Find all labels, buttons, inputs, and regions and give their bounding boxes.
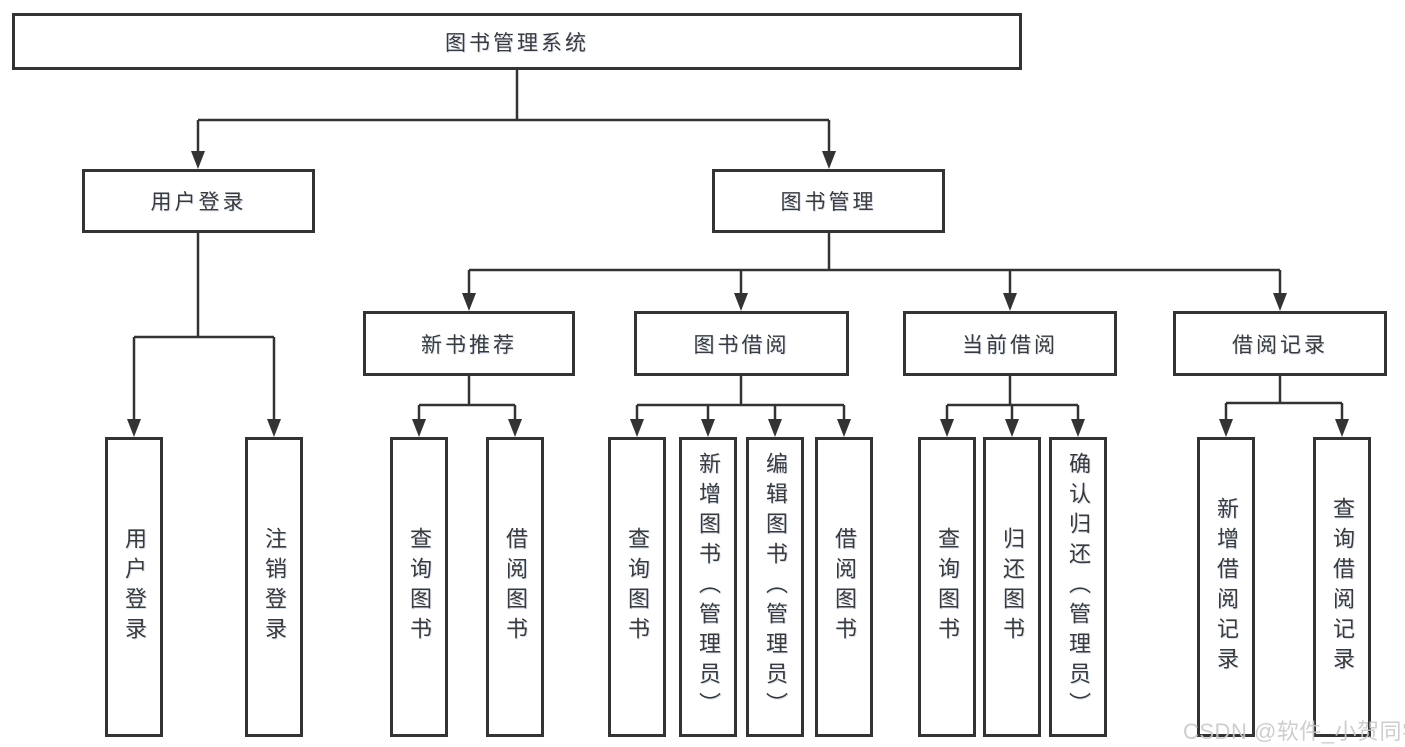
connector-records-split xyxy=(1224,376,1344,421)
arrow-down-icon xyxy=(837,419,851,437)
arrow-down-icon xyxy=(1219,419,1233,437)
connector-root-split xyxy=(196,70,831,153)
arrow-down-icon xyxy=(462,293,476,311)
arrow-down-icon xyxy=(1335,419,1349,437)
leaf-label: 借阅图书 xyxy=(832,527,857,647)
arrow-down-icon xyxy=(191,151,205,169)
node-root: 图书管理系统 xyxy=(12,13,1022,70)
leaf-query-books-current: 查询图书 xyxy=(918,437,976,737)
connector-borrow-split xyxy=(635,376,846,421)
leaf-user-login: 用户登录 xyxy=(105,437,163,737)
arrow-down-icon xyxy=(127,419,141,437)
node-book-mgmt-branch: 图书管理 xyxy=(712,169,945,233)
leaf-label: 借阅图书 xyxy=(503,527,528,647)
connector-current-split xyxy=(945,376,1080,421)
leaf-label: 确认归还（管理员） xyxy=(1066,452,1091,722)
arrow-down-icon xyxy=(1071,419,1085,437)
arrow-down-icon xyxy=(768,419,782,437)
leaf-query-borrow-record: 查询借阅记录 xyxy=(1313,437,1371,737)
arrow-down-icon xyxy=(822,151,836,169)
node-label: 用户登录 xyxy=(150,191,247,214)
arrow-down-icon xyxy=(412,419,426,437)
node-label: 新书推荐 xyxy=(421,333,517,357)
leaf-label: 新增借阅记录 xyxy=(1214,497,1239,677)
arrow-down-icon xyxy=(1273,293,1287,311)
leaf-label: 编辑图书（管理员） xyxy=(763,452,788,722)
node-user-login-branch: 用户登录 xyxy=(82,169,315,233)
leaf-label: 查询图书 xyxy=(407,527,432,647)
node-section-book-borrow: 图书借阅 xyxy=(634,311,849,376)
leaf-label: 归还图书 xyxy=(1000,527,1025,647)
leaf-borrow-books: 借阅图书 xyxy=(815,437,873,737)
node-label: 图书管理 xyxy=(780,191,877,214)
leaf-query-books-recommend: 查询图书 xyxy=(390,437,448,737)
leaf-label: 查询图书 xyxy=(625,527,650,647)
arrow-down-icon xyxy=(508,419,522,437)
leaf-edit-books-admin: 编辑图书（管理员） xyxy=(746,437,804,737)
node-section-new-book-recommend: 新书推荐 xyxy=(363,311,575,376)
connector-login-split xyxy=(132,233,276,421)
leaf-label: 用户登录 xyxy=(122,527,147,647)
leaf-logout: 注销登录 xyxy=(245,437,303,737)
arrow-down-icon xyxy=(701,419,715,437)
arrow-down-icon xyxy=(1005,419,1019,437)
node-section-current-borrow: 当前借阅 xyxy=(903,311,1117,376)
leaf-label: 查询图书 xyxy=(935,527,960,647)
leaf-confirm-return-admin: 确认归还（管理员） xyxy=(1049,437,1107,737)
arrow-down-icon xyxy=(630,419,644,437)
arrow-down-icon xyxy=(940,419,954,437)
leaf-add-books-admin: 新增图书（管理员） xyxy=(679,437,737,737)
leaf-query-books-borrow: 查询图书 xyxy=(608,437,666,737)
connector-mgmt-split xyxy=(467,233,1282,295)
node-label: 图书借阅 xyxy=(693,333,790,357)
node-section-borrow-records: 借阅记录 xyxy=(1173,311,1387,376)
arrow-down-icon xyxy=(734,293,748,311)
arrow-down-icon xyxy=(267,419,281,437)
node-label: 当前借阅 xyxy=(962,333,1058,357)
node-label: 借阅记录 xyxy=(1232,333,1328,357)
leaf-label: 查询借阅记录 xyxy=(1330,497,1355,677)
leaf-label: 注销登录 xyxy=(262,527,287,647)
csdn-watermark: CSDN @软件_小贺同学 xyxy=(1183,719,1405,744)
arrow-down-icon xyxy=(1003,293,1017,311)
leaf-label: 新增图书（管理员） xyxy=(696,452,721,722)
connector-recommend-split xyxy=(417,376,517,421)
node-root-label: 图书管理系统 xyxy=(445,31,589,55)
leaf-add-borrow-record: 新增借阅记录 xyxy=(1197,437,1255,737)
leaf-borrow-books-recommend: 借阅图书 xyxy=(486,437,544,737)
leaf-return-books: 归还图书 xyxy=(983,437,1041,737)
